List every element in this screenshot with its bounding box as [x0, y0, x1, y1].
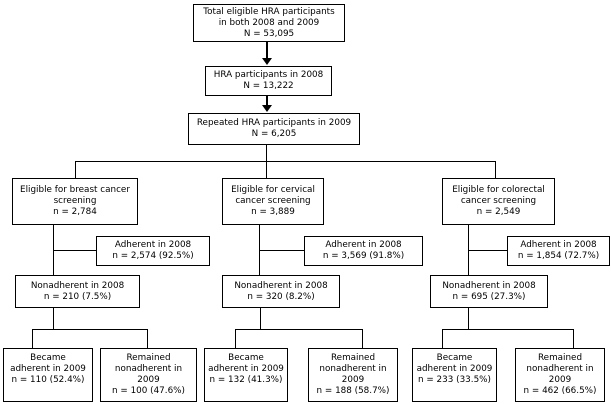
connector-rail-cervical: [235, 329, 362, 330]
connector-rail-colorectal: [442, 329, 573, 330]
connector-drop-remained-cervical: [362, 329, 363, 348]
box-remained-colorectal: Remained nonadherent in 2009 n = 462 (66…: [515, 348, 605, 402]
connector-drop-remained-breast: [147, 329, 148, 348]
box-eligible-colorectal: Eligible for colorectal cancer screening…: [442, 178, 555, 225]
connector-drop-breast: [75, 161, 76, 178]
box-adherent-colorectal: Adherent in 2008 n = 1,854 (72.7%): [507, 236, 610, 266]
box-repeated-2009: Repeated HRA participants in 2009 N = 6,…: [188, 113, 360, 145]
box-total-eligible: Total eligible HRA participants in both …: [193, 4, 345, 42]
box-nonadherent-cervical: Nonadherent in 2008 n = 320 (8.2%): [222, 275, 340, 308]
box-adherent-breast: Adherent in 2008 n = 2,574 (92.5%): [96, 236, 210, 266]
box-became-colorectal: Became adherent in 2009 n = 233 (33.5%): [412, 348, 497, 402]
connector-drop-became-colorectal: [442, 329, 443, 348]
box-became-breast: Became adherent in 2009 n = 110 (52.4%): [3, 348, 93, 402]
connector-stub-adherent-colorectal: [468, 250, 507, 251]
box-remained-cervical: Remained nonadherent in 2009 n = 188 (58…: [308, 348, 398, 402]
box-eligible-breast: Eligible for breast cancer screening n =…: [12, 178, 138, 225]
arrow-head-1-down-icon: [262, 58, 272, 65]
box-nonadherent-colorectal: Nonadherent in 2008 n = 695 (27.3%): [430, 275, 548, 308]
arrow-stem-1: [266, 42, 268, 59]
box-became-cervical: Became adherent in 2009 n = 132 (41.3%): [204, 348, 288, 402]
connector-drop-became-cervical: [235, 329, 236, 348]
arrow-stem-2: [266, 96, 268, 106]
arrow-head-2-down-icon: [262, 105, 272, 112]
box-remained-breast: Remained nonadherent in 2009 n = 100 (47…: [100, 348, 197, 402]
box-eligible-cervical: Eligible for cervical cancer screening n…: [222, 178, 324, 225]
connector-rail-breast: [32, 329, 147, 330]
box-adherent-cervical: Adherent in 2008 n = 3,569 (91.8%): [304, 236, 423, 266]
connector-spine2-breast: [53, 308, 54, 329]
box-hra-2008: HRA participants in 2008 N = 13,222: [205, 66, 332, 96]
connector-drop-remained-colorectal: [573, 329, 574, 348]
connector-stub-adherent-breast: [53, 250, 96, 251]
connector-drop-colorectal: [495, 161, 496, 178]
box-nonadherent-breast: Nonadherent in 2008 n = 210 (7.5%): [15, 275, 140, 308]
connector-spine2-cervical: [260, 308, 261, 329]
connector-stub-adherent-cervical: [259, 250, 304, 251]
connector-root-rail: [75, 161, 496, 162]
connector-spine2-colorectal: [468, 308, 469, 329]
connector-drop-became-breast: [32, 329, 33, 348]
